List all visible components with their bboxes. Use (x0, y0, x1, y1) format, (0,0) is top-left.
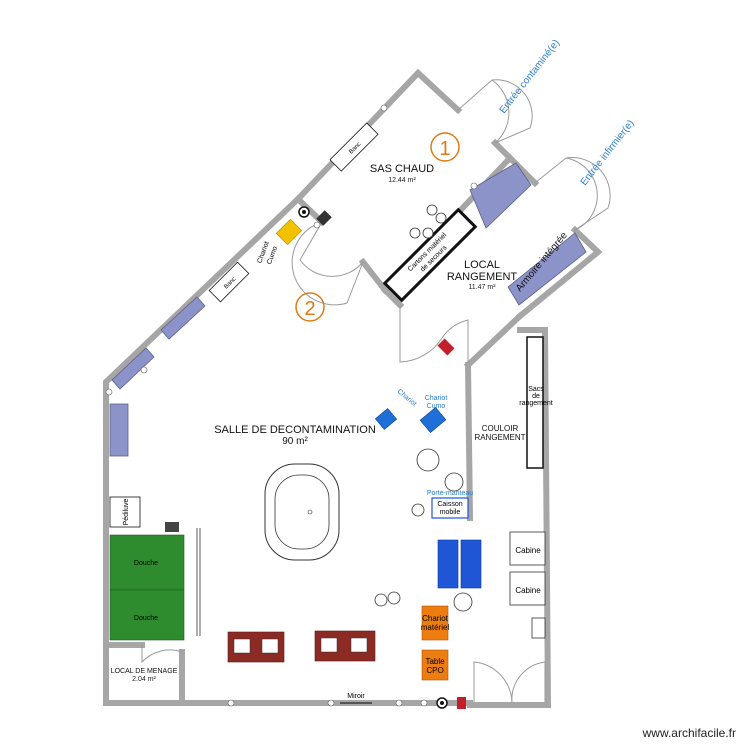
cabine-2 (509, 571, 546, 606)
table-cpo-label-1: Table (425, 657, 445, 666)
douche-2-label: Douche (134, 615, 158, 622)
window-1 (109, 403, 129, 457)
porte-manteau-label: Porte-manteau (427, 490, 473, 497)
table-cpo-label-2: CPO (426, 666, 443, 675)
room-name-rangement-1: LOCAL (464, 259, 500, 271)
internal-wall-rangement-bottom-2 (380, 285, 405, 310)
doors (141, 79, 611, 704)
towel-rails (196, 528, 201, 636)
chariot-materiel-label-1: Chariot (422, 614, 449, 623)
pediluve-label: Pédiluve (123, 498, 130, 525)
couloir-wall-right (541, 326, 552, 709)
room-area-salle: 90 m² (282, 436, 308, 447)
room-number-2: 2 (304, 298, 315, 320)
door-entree-contaminee-2 (491, 79, 533, 144)
decon-bathtub (264, 463, 340, 561)
windows (109, 162, 587, 457)
door-entree-contaminee (457, 79, 510, 144)
internal-wall-sas-salle-2 (358, 257, 390, 295)
blue-table-2 (460, 539, 482, 589)
sacs-label-2: de (532, 393, 540, 400)
room-area-rangement: 11.47 m² (468, 284, 496, 291)
couloir-wall-left (464, 361, 474, 522)
emergency-sign-icon (437, 338, 466, 709)
sink-unit-right (314, 630, 376, 662)
douche-2 (109, 589, 185, 641)
cartons-materiel: Cartons matériel de secours (382, 207, 478, 303)
room-name-rangement-2: RANGEMENT (447, 271, 518, 283)
blue-table-1 (437, 539, 459, 589)
cabine-bench (531, 617, 546, 639)
banc-left: Banc (208, 261, 250, 303)
outer-wall-left (103, 194, 473, 706)
room-name-couloir-1: COULOIR (482, 424, 519, 433)
cabine-1-label: Cabine (515, 546, 541, 555)
sacs-label-3: rangement (519, 400, 553, 407)
internal-wall-rangement-bottom (463, 311, 525, 370)
footer-credit: www.archifacile.fr (642, 726, 736, 740)
room-name-sas-chaud: SAS CHAUD (370, 163, 434, 175)
outer-wall-sas-top (293, 68, 463, 204)
entrance-label-infirmier: Entrée infirmier(e) (579, 118, 637, 188)
douche-1-label: Douche (134, 560, 158, 567)
chariot-materiel (421, 605, 449, 641)
caisson-mobile (431, 497, 469, 519)
window-3 (160, 296, 206, 340)
miroir-label: Miroir (347, 693, 365, 700)
chariot-blue-right-label-2: Cumo (427, 403, 446, 410)
room-number-1: 1 (439, 138, 450, 160)
banc-sas: Banc (329, 122, 379, 172)
chariot-blue-left-label: Chariot (396, 388, 418, 408)
door-entree-infirmier-2 (565, 157, 611, 231)
rangement-wall-right (515, 225, 603, 321)
door-exit-bottom (473, 661, 513, 704)
room-number-circle-2 (295, 292, 325, 322)
window-2 (111, 347, 155, 390)
window-4 (469, 162, 532, 229)
round-items (374, 204, 473, 612)
room-name-couloir-2: RANGEMENT (474, 433, 525, 442)
door-rangement-salle (399, 305, 443, 363)
chariot-blue-left (374, 408, 398, 430)
fire-extinguisher-icon (298, 206, 448, 709)
door-sas-salle-2 (291, 221, 364, 306)
table-cpo (421, 649, 449, 681)
door-sas-salle (299, 221, 364, 277)
door-rangement-salle-2 (441, 319, 469, 365)
wall-sockets (105, 104, 478, 707)
room-number-circle-1 (430, 132, 460, 162)
cabine-2-label: Cabine (515, 586, 541, 595)
chariot-cumo-yellow (275, 218, 303, 246)
chariot-blue-right (419, 407, 447, 433)
window-armoire (507, 232, 587, 306)
chariot-blue-right-label: Chariot (425, 395, 448, 402)
door-menage (141, 645, 183, 664)
caisson-label-1: Caisson (437, 501, 462, 508)
chariot-materiel-label-2: matériel (421, 623, 450, 632)
cabine-1 (509, 531, 546, 566)
room-name-salle: SALLE DE DECONTAMINATION (214, 424, 376, 436)
sacs-rangement (526, 336, 544, 469)
sink-unit-left (227, 631, 285, 663)
sacs-label-1: Sacs (528, 386, 544, 393)
room-area-menage: 2.04 m² (132, 676, 156, 683)
caisson-label-2: mobile (440, 509, 461, 516)
douche-1 (109, 534, 185, 591)
pediluve (109, 496, 141, 528)
door-exit-bottom-2 (511, 661, 546, 704)
room-area-sas-chaud: 12.44 m² (388, 177, 416, 184)
room-name-menage: LOCAL DE MENAGE (111, 668, 178, 675)
douche-fixture (165, 522, 179, 532)
outer-wall-sas-right (490, 138, 515, 163)
rangement-wall-top (505, 153, 540, 188)
